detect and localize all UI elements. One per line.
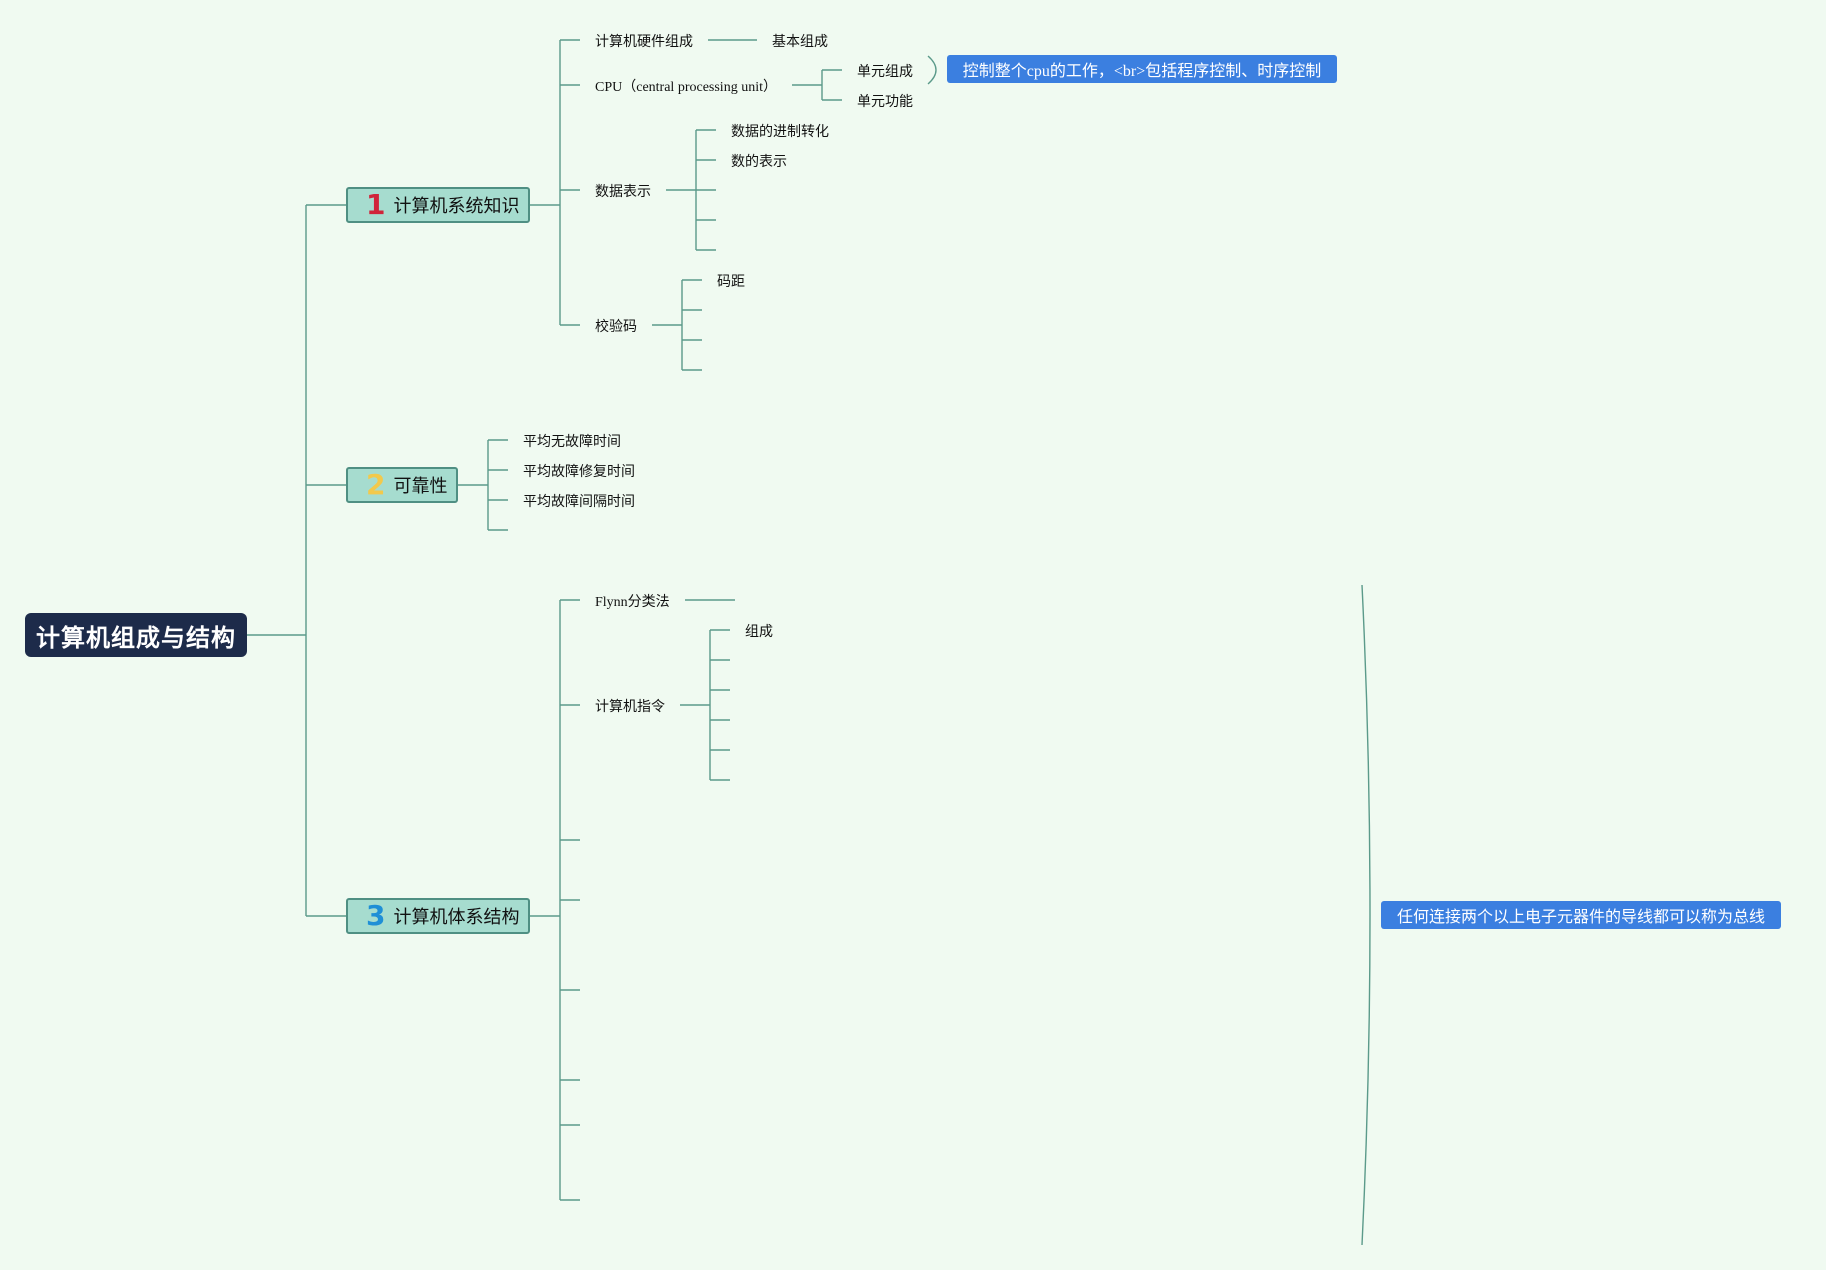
topic-1-number: 1 — [366, 188, 386, 221]
connector-data-sub — [666, 129, 716, 251]
topic-3-label: 计算机体系结构 — [393, 907, 520, 928]
callout-cpu-units-text: 控制整个cpu的工作，<br>包括程序控制、时序控制 — [962, 63, 1322, 80]
node-basic-composition[interactable]: 基本组成 — [772, 35, 828, 50]
node-data-representation[interactable]: 数据表示 — [595, 185, 651, 200]
callout-bus[interactable]: 任何连接两个以上电子元器件的导线都可以称为总线 — [1381, 901, 1781, 929]
node-flynn[interactable]: Flynn分类法 — [595, 595, 670, 610]
connector-t3-branches — [560, 599, 580, 1201]
topic-2-number: 2 — [366, 468, 386, 501]
node-mtbf[interactable]: 平均无故障时间 — [523, 435, 621, 450]
node-hardware-composition[interactable]: 计算机硬件组成 — [595, 35, 693, 50]
node-mttr[interactable]: 平均故障修复时间 — [523, 465, 635, 480]
node-base-conversion[interactable]: 数据的进制转化 — [731, 125, 829, 140]
connector-t2-sub — [458, 439, 508, 531]
root-topic[interactable]: 计算机组成与结构 — [25, 613, 247, 657]
callout-cpu-units[interactable]: 控制整个cpu的工作，<br>包括程序控制、时序控制 — [947, 55, 1337, 83]
node-mtbf-interval[interactable]: 平均故障间隔时间 — [523, 495, 635, 510]
topic-3-number: 3 — [366, 899, 386, 932]
node-number-representation[interactable]: 数的表示 — [731, 155, 787, 170]
node-computer-instruction[interactable]: 计算机指令 — [595, 700, 665, 715]
connector-check-sub — [652, 279, 702, 371]
node-cpu[interactable]: CPU（central processing unit） — [595, 80, 777, 95]
topic-1-label: 计算机系统知识 — [393, 196, 520, 217]
topic-1[interactable]: 1 计算机系统知识 — [346, 187, 530, 223]
connector-cpu-callout — [927, 55, 937, 85]
topic-2[interactable]: 2 可靠性 — [346, 467, 458, 503]
node-code-distance[interactable]: 码距 — [717, 275, 745, 290]
connector-cpu-sub — [792, 69, 842, 101]
node-instruction-composition[interactable]: 组成 — [745, 625, 773, 640]
root-topic-label: 计算机组成与结构 — [36, 623, 236, 652]
topic-3[interactable]: 3 计算机体系结构 — [346, 898, 530, 934]
callout-bus-text: 任何连接两个以上电子元器件的导线都可以称为总线 — [1396, 909, 1765, 926]
node-unit-function[interactable]: 单元功能 — [857, 95, 913, 110]
topic-2-label: 可靠性 — [393, 476, 448, 497]
node-unit-composition[interactable]: 单元组成 — [857, 65, 913, 80]
node-checksum[interactable]: 校验码 — [595, 320, 637, 335]
connector-instr-sub — [680, 629, 730, 781]
connector-bus-bracket — [1361, 584, 1371, 1246]
